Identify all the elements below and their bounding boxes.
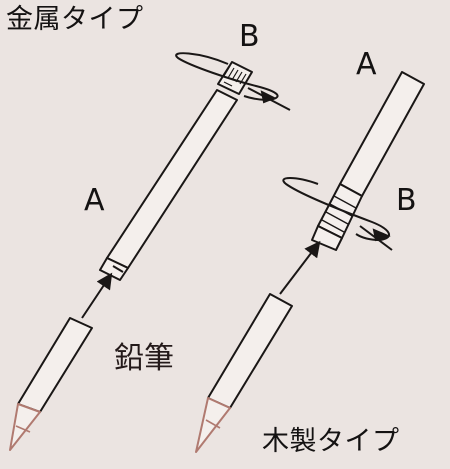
- metal-knurl-ring: [217, 61, 253, 95]
- metal-holder: [99, 61, 253, 281]
- insert-arrow-right: [279, 240, 321, 295]
- wood-holder-body: [339, 71, 425, 197]
- wood-rotation-arrow: [282, 177, 393, 251]
- metal-holder-cap: [99, 257, 129, 281]
- pencil-left: [9, 317, 93, 451]
- pencil-right-tip: [195, 397, 231, 453]
- wood-type-title: 木製タイプ: [262, 426, 400, 457]
- wood-label-b: B: [396, 183, 417, 218]
- metal-holder-body: [106, 89, 238, 269]
- metal-rotation-arrow: [175, 52, 291, 111]
- metal-type-title: 金属タイプ: [6, 4, 144, 35]
- pencil-label: 鉛筆: [114, 341, 174, 376]
- wood-holder: [311, 71, 425, 251]
- pencil-right: [195, 293, 293, 453]
- pencil-left-tip: [9, 403, 41, 451]
- metal-label-b: B: [239, 19, 260, 54]
- insert-arrow-left: [81, 272, 113, 319]
- metal-label-a: A: [84, 183, 105, 218]
- wood-label-a: A: [356, 47, 377, 82]
